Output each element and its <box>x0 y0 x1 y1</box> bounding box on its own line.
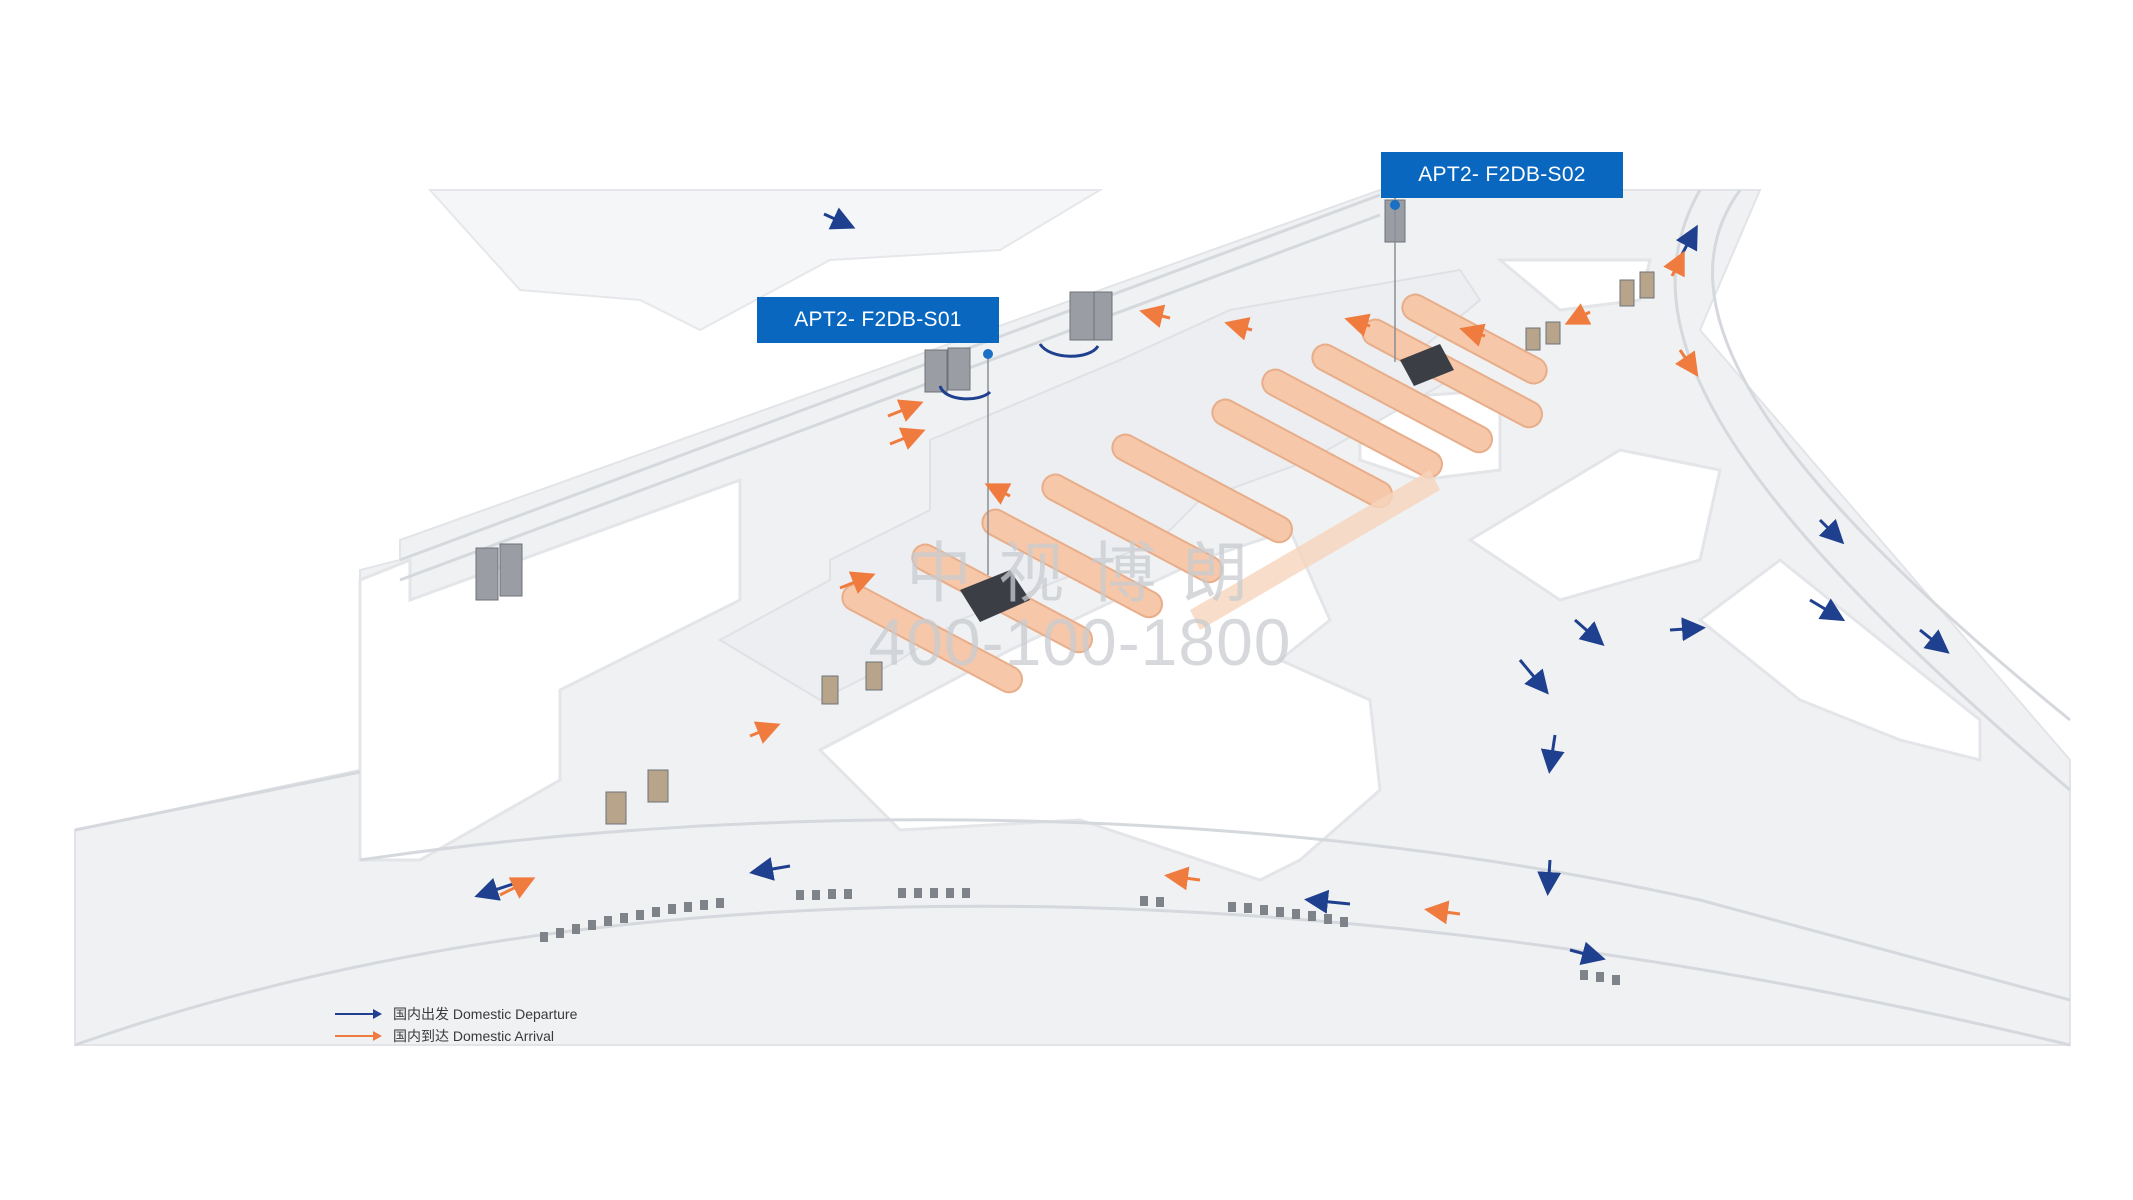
kiosks <box>475 199 1655 825</box>
legend-arrival-label: 国内到达 Domestic Arrival <box>393 1028 555 1044</box>
carousel-5 <box>1111 433 1294 544</box>
carousel-4 <box>1041 473 1224 584</box>
legend-arrival: 国内到达 Domestic Arrival <box>335 1025 577 1047</box>
callout-apt2-f2db-s02[interactable]: APT2- F2DB-S02 <box>1381 152 1623 198</box>
callout-apt2-f2db-s01[interactable]: APT2- F2DB-S01 <box>757 297 999 343</box>
legend-departure: 国内出发 Domestic Departure <box>335 1003 577 1025</box>
departure-arrow-icon <box>335 1009 382 1019</box>
seat-rows <box>540 888 1620 985</box>
carousel-8 <box>1311 343 1494 454</box>
hall-ad-screens <box>960 344 1454 622</box>
carousel-3 <box>981 508 1164 619</box>
carousel-1 <box>841 583 1024 694</box>
walkway-highlight <box>1190 470 1440 630</box>
callout-leaders <box>987 198 1396 575</box>
arrival-arrow-icon <box>335 1031 382 1041</box>
arrival-arrows <box>499 250 1699 925</box>
legend: 国内出发 Domestic Departure 国内到达 Domestic Ar… <box>335 1003 577 1047</box>
carousel-7 <box>1261 368 1444 479</box>
route-curves <box>938 343 1100 401</box>
legend-departure-label: 国内出发 Domestic Departure <box>393 1006 578 1022</box>
baggage-carousels <box>841 293 1548 694</box>
callout-dots <box>983 200 1400 359</box>
